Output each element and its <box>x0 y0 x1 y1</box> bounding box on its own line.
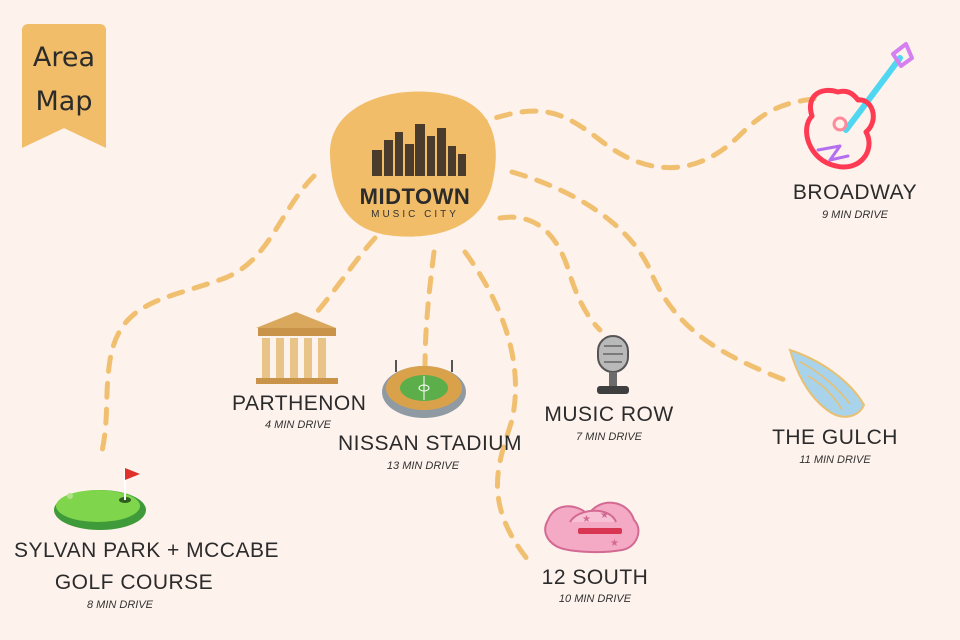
route-parthenon <box>309 235 378 321</box>
ribbon-title: Area Map <box>22 36 106 124</box>
ribbon-line-1: Area <box>32 42 96 73</box>
route-music-row <box>497 214 603 333</box>
route-gulch <box>509 169 793 385</box>
parthenon-label[interactable]: PARTHENON <box>232 392 367 415</box>
nissan-stadium-drive-time: 13 MIN DRIVE <box>386 460 460 472</box>
route-12-south <box>462 249 531 563</box>
wing-icon <box>788 348 866 418</box>
12-south-label[interactable]: 12 SOUTH <box>541 566 649 589</box>
parthenon-drive-time: 4 MIN DRIVE <box>264 419 331 431</box>
broadway-drive-time: 9 MIN DRIVE <box>821 209 888 221</box>
the-gulch-drive-time: 11 MIN DRIVE <box>799 454 871 466</box>
svg-text:★: ★ <box>582 514 591 525</box>
svg-text:★: ★ <box>610 538 619 549</box>
neon-guitar-icon <box>804 42 914 170</box>
12-south-drive-time: 10 MIN DRIVE <box>558 593 632 605</box>
area-map-ribbon: Area Map <box>22 24 106 148</box>
midtown-title: MIDTOWN <box>359 184 471 209</box>
stadium-icon <box>382 360 466 418</box>
parthenon-icon <box>256 312 338 384</box>
skyline-icon <box>372 124 466 176</box>
music-row-drive-time: 7 MIN DRIVE <box>575 431 642 443</box>
microphone-icon <box>597 335 629 394</box>
midtown-subtitle: MUSIC CITY <box>371 209 459 220</box>
golf-green-icon <box>54 468 146 530</box>
music-row-label[interactable]: MUSIC ROW <box>544 403 674 426</box>
route-lines <box>97 95 823 563</box>
broadway-label[interactable]: BROADWAY <box>792 181 918 204</box>
sylvan-park-label-line-2[interactable]: GOLF COURSE <box>54 571 214 594</box>
cowboy-hat-icon: ★ ★ ★ <box>544 501 640 554</box>
sylvan-park-label-line-1[interactable]: SYLVAN PARK + MCCABE <box>14 539 279 562</box>
the-gulch-label[interactable]: THE GULCH <box>772 426 898 449</box>
nissan-stadium-label[interactable]: NISSAN STADIUM <box>338 432 522 455</box>
route-sylvan-park <box>97 173 317 463</box>
ribbon-line-2: Map <box>35 86 93 117</box>
sylvan-park-drive-time: 8 MIN DRIVE <box>86 599 153 611</box>
midtown-hub[interactable] <box>329 91 496 237</box>
route-broadway <box>469 95 823 170</box>
svg-text:★: ★ <box>600 510 609 521</box>
route-nissan <box>422 249 437 373</box>
